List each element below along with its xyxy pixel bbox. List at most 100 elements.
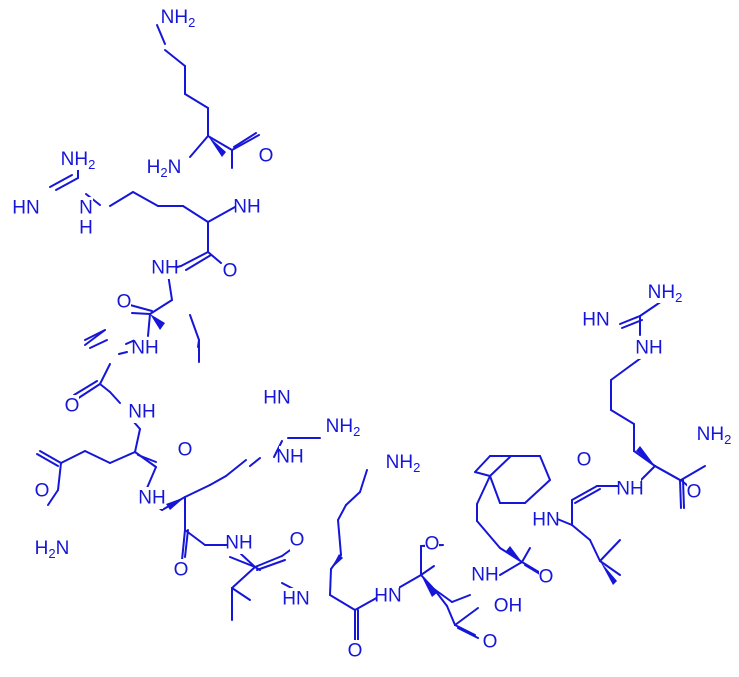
atom-label-background: [134, 337, 156, 359]
bond: [474, 455, 491, 473]
atom-label-background: [386, 451, 420, 473]
bond: [47, 489, 59, 506]
bond: [621, 319, 643, 329]
bond: [184, 529, 189, 558]
atom-label-background: [147, 156, 181, 178]
stereo-wedge: [150, 314, 165, 330]
atom-label-arg2-gua-n: N: [79, 198, 93, 219]
atom-label-background: [65, 395, 79, 417]
atom-label-background: [223, 260, 237, 282]
bond: [329, 594, 356, 611]
bond: [109, 451, 136, 464]
stereo-wedge: [331, 554, 343, 569]
bond: [146, 466, 157, 489]
bond: [589, 539, 601, 562]
atom-label-arg2-o: O: [223, 261, 238, 282]
bond: [337, 504, 347, 521]
atom-label-gln5-nh: NH: [128, 402, 155, 423]
atom-label-ile7-nh: NH: [225, 533, 252, 554]
bond: [249, 457, 261, 467]
bond: [36, 453, 59, 467]
atom-label-val4-nh: NH: [131, 338, 158, 359]
bond: [84, 450, 111, 464]
atom-label-background: [326, 415, 360, 437]
atom-label-background: [117, 291, 131, 313]
atom-label-background: [348, 640, 362, 662]
atom-label-background: [697, 423, 731, 445]
bond: [132, 191, 159, 207]
bond: [680, 465, 706, 481]
stereo-wedge: [208, 136, 226, 157]
atom-label-ile3-nh: NH: [151, 258, 178, 279]
bond: [571, 524, 591, 541]
atom-label-background: [141, 487, 163, 509]
bond: [207, 206, 236, 223]
bond: [354, 595, 381, 611]
bond: [184, 484, 211, 498]
atom-label-arg12-nh: NH: [616, 479, 643, 500]
atom-label-arg2-gua-h: H: [79, 218, 93, 239]
atom-label-asp9-o: O: [425, 534, 440, 555]
atom-label-background: [585, 309, 607, 331]
bond: [149, 299, 173, 315]
bond: [679, 479, 682, 509]
bond: [89, 339, 108, 349]
atom-label-background: [377, 585, 399, 607]
bond: [49, 174, 73, 188]
atom-label-arg12-gua-nh: NH: [635, 338, 662, 359]
bond: [610, 365, 631, 381]
bond: [57, 462, 62, 491]
bond: [539, 455, 551, 481]
bond: [55, 177, 79, 191]
stereo-wedge: [506, 546, 522, 562]
atom-label-arg2-gua-hn: HN: [12, 198, 39, 219]
bond: [682, 479, 685, 509]
atom-label-lys1-o: O: [259, 146, 274, 167]
bond: [476, 475, 491, 505]
bond: [181, 529, 186, 561]
bond: [233, 132, 257, 148]
atom-label-background: [131, 401, 153, 423]
stereo-wedges: [150, 136, 655, 597]
atom-label-phe10-nh: NH: [471, 565, 498, 586]
bond: [39, 450, 62, 464]
atom-label-background: [79, 197, 93, 219]
bond: [229, 556, 256, 568]
atom-label-background: [687, 481, 701, 503]
atom-label-background: [61, 148, 95, 170]
bond: [420, 565, 435, 576]
stereo-wedge: [166, 497, 185, 510]
atom-label-arg12-amide-nh2: NH2: [697, 424, 732, 447]
bond: [231, 587, 251, 601]
atom-label-arg12-gua-hn: HN: [582, 310, 609, 331]
bond: [147, 313, 151, 337]
atom-label-background: [15, 197, 37, 219]
bond: [189, 135, 209, 158]
stereo-wedge: [421, 575, 437, 597]
atom-label-lys1-nh2: NH2: [161, 7, 196, 30]
bond: [109, 391, 121, 404]
atom-label-lys8-o: O: [348, 641, 363, 662]
atom-label-leu11-o: O: [577, 450, 592, 471]
bond: [454, 624, 476, 636]
bond: [207, 251, 222, 264]
atom-label-asp9-side-o: O: [483, 632, 498, 653]
atom-label-val4-oxygen: O: [65, 396, 80, 417]
atom-label-background: [236, 196, 258, 218]
bond: [254, 555, 283, 568]
bond: [639, 465, 656, 482]
atom-label-gln5-side-nh2: H2N: [35, 538, 70, 561]
bond: [654, 465, 681, 481]
bond: [574, 488, 601, 504]
bond: [273, 440, 283, 458]
bond: [433, 588, 448, 607]
bond: [225, 459, 247, 477]
bond: [256, 559, 286, 571]
bond: [420, 574, 435, 590]
atom-label-background: [648, 281, 682, 303]
bond: [182, 205, 209, 223]
bond: [446, 605, 456, 626]
atom-label-gln5-side-o: O: [35, 481, 50, 502]
bond: [394, 574, 422, 591]
